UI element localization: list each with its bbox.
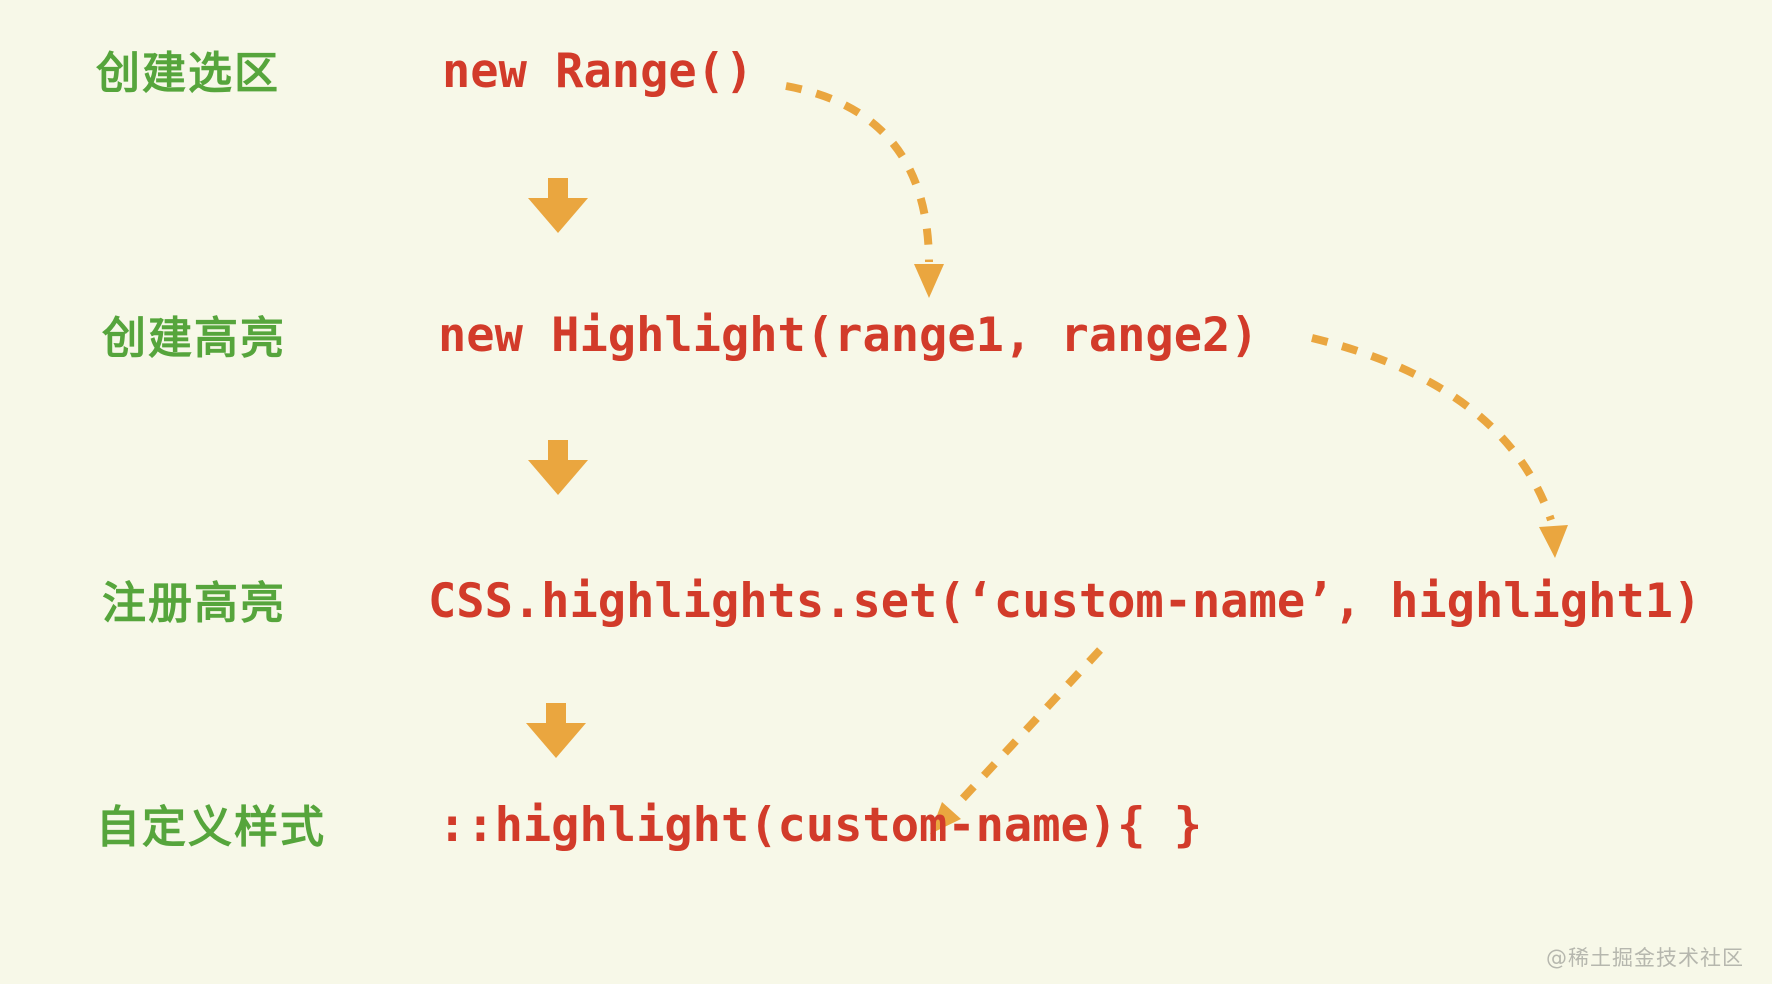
dashed-connector-set-to-style: [951, 647, 1103, 811]
step-code-custom-style: ::highlight(custom-name){ }: [438, 798, 1203, 853]
dashed-arrowhead-icon: [914, 264, 944, 298]
dashed-connector-range-to-highlight: [785, 82, 933, 263]
down-arrow-icon: [526, 703, 586, 758]
step-label-custom-style: 自定义样式: [96, 802, 326, 853]
step-code-create-range: new Range(): [442, 44, 754, 99]
watermark-text: @稀土掘金技术社区: [1546, 946, 1744, 970]
step-code-register-highlight: CSS.highlights.set(‘custom-name’, highli…: [428, 574, 1702, 629]
step-label-create-highlight: 创建高亮: [102, 313, 286, 364]
down-arrow-icon: [528, 178, 588, 233]
step-label-create-range: 创建选区: [96, 48, 280, 99]
dashed-arrowhead-icon: [930, 802, 961, 834]
dashed-arrowhead-icon: [1539, 525, 1568, 558]
dashed-connector-highlight-to-set: [1311, 334, 1555, 522]
step-code-create-highlight: new Highlight(range1, range2): [438, 308, 1259, 363]
down-arrow-icon: [528, 440, 588, 495]
step-label-register-highlight: 注册高亮: [102, 578, 286, 629]
